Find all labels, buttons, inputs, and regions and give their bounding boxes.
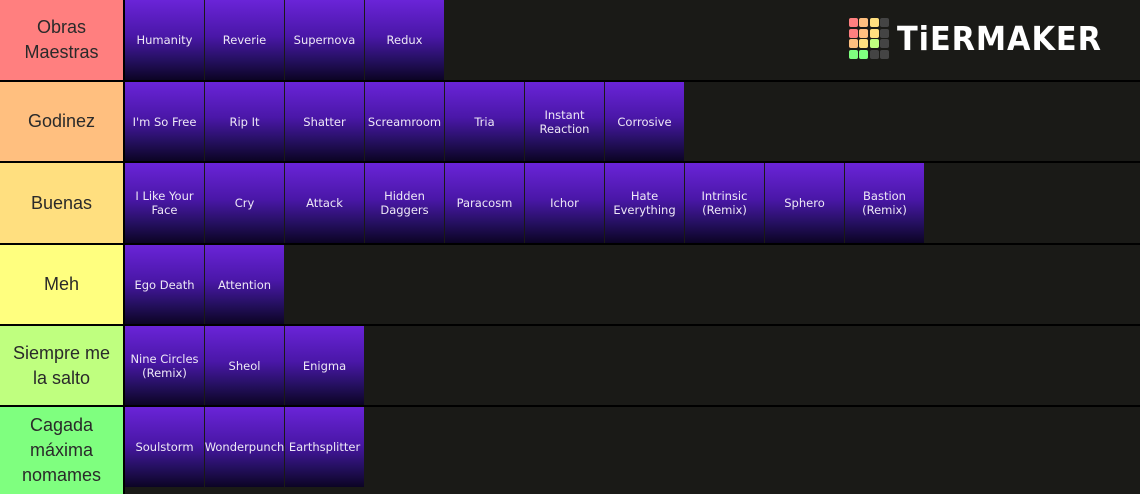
- tier-items-area[interactable]: Humanity Reverie Supernova Redux: [125, 0, 1140, 80]
- tier-item-label: Reverie: [222, 33, 267, 47]
- tier-label[interactable]: Buenas: [0, 163, 123, 243]
- tier-item[interactable]: Ego Death: [125, 245, 204, 324]
- tier-row: Obras Maestras Humanity Reverie Supernov…: [0, 0, 1140, 80]
- tier-item[interactable]: Screamroom: [365, 82, 444, 161]
- tier-item[interactable]: Attention: [205, 245, 284, 324]
- tier-items-area[interactable]: I'm So Free Rip It Shatter Screamroom Tr…: [125, 82, 1140, 161]
- tier-row: Buenas I Like Your Face Cry Attack Hidde…: [0, 163, 1140, 243]
- tier-item-label: Intrinsic (Remix): [701, 189, 748, 217]
- tier-item-label: Sheol: [228, 358, 261, 373]
- tier-item-label: Instant Reaction: [539, 107, 590, 136]
- tier-row: Meh Ego Death Attention: [0, 245, 1140, 324]
- tier-item[interactable]: Supernova: [285, 0, 364, 80]
- tier-item[interactable]: Bastion (Remix): [845, 163, 924, 243]
- tier-item-label: Earthsplitter: [288, 440, 361, 454]
- tier-items-area[interactable]: Nine Circles (Remix) Sheol Enigma: [125, 326, 1140, 405]
- tier-item[interactable]: Soulstorm: [125, 407, 204, 487]
- tier-label[interactable]: Siempre me la salto: [0, 326, 123, 405]
- tier-item[interactable]: Intrinsic (Remix): [685, 163, 764, 243]
- tier-item[interactable]: Enigma: [285, 326, 364, 405]
- tier-item-label: Attention: [217, 277, 272, 292]
- tier-item[interactable]: Redux: [365, 0, 444, 80]
- tier-item[interactable]: Cry: [205, 163, 284, 243]
- tier-item[interactable]: Sheol: [205, 326, 284, 405]
- tier-item-label: Shatter: [303, 114, 346, 129]
- tier-item-label: Bastion (Remix): [862, 189, 907, 217]
- tier-item-label: Screamroom: [367, 114, 442, 129]
- tier-item-label: Enigma: [302, 358, 347, 373]
- tier-label[interactable]: Godinez: [0, 82, 123, 161]
- tier-item[interactable]: I'm So Free: [125, 82, 204, 161]
- tier-items-area[interactable]: Soulstorm Wonderpunch Earthsplitter: [125, 407, 1140, 494]
- tier-items-area[interactable]: I Like Your Face Cry Attack Hidden Dagge…: [125, 163, 1140, 243]
- tier-label[interactable]: Meh: [0, 245, 123, 324]
- tiermaker-grid-icon: [848, 18, 890, 59]
- tier-label[interactable]: Obras Maestras: [0, 0, 123, 80]
- tier-label[interactable]: Cagada máxima nomames: [0, 407, 123, 494]
- tier-item[interactable]: Humanity: [125, 0, 204, 80]
- tiermaker-wordmark: TiERMAKER: [897, 18, 1103, 58]
- tier-item-label: Tria: [474, 114, 495, 129]
- tier-item-label: I Like Your Face: [135, 189, 194, 217]
- tier-item[interactable]: Ichor: [525, 163, 604, 243]
- tier-item-label: Cry: [234, 196, 255, 210]
- tier-item-label: Hate Everything: [613, 189, 676, 217]
- tier-item-label: I'm So Free: [132, 114, 197, 129]
- tier-item[interactable]: Corrosive: [605, 82, 684, 161]
- tier-item-label: Corrosive: [617, 114, 672, 129]
- tier-item-label: Soulstorm: [135, 440, 194, 454]
- tier-item-label: Redux: [386, 33, 423, 47]
- tier-item[interactable]: Rip It: [205, 82, 284, 161]
- tier-item-label: Nine Circles (Remix): [130, 351, 199, 380]
- tier-item[interactable]: Earthsplitter: [285, 407, 364, 487]
- tier-item-label: Humanity: [136, 33, 193, 47]
- tier-item-label: Ego Death: [134, 277, 195, 292]
- tier-item-label: Sphero: [784, 196, 825, 210]
- tier-row: Godinez I'm So Free Rip It Shatter Screa…: [0, 82, 1140, 161]
- tier-item[interactable]: Sphero: [765, 163, 844, 243]
- tier-item-label: Ichor: [550, 196, 579, 210]
- tier-item[interactable]: Shatter: [285, 82, 364, 161]
- tier-item-label: Attack: [306, 196, 343, 210]
- tier-item-label: Supernova: [293, 33, 356, 47]
- tier-item-label: Hidden Daggers: [380, 189, 429, 217]
- tier-item-label: Rip It: [229, 114, 260, 129]
- tier-item[interactable]: Tria: [445, 82, 524, 161]
- tier-item-label: Wonderpunch: [204, 440, 285, 454]
- tier-item[interactable]: Instant Reaction: [525, 82, 604, 161]
- tier-row: Siempre me la salto Nine Circles (Remix)…: [0, 326, 1140, 405]
- tier-item[interactable]: Reverie: [205, 0, 284, 80]
- tier-row: Cagada máxima nomames Soulstorm Wonderpu…: [0, 407, 1140, 494]
- tiermaker-logo[interactable]: TiERMAKER: [848, 18, 1120, 59]
- tier-item[interactable]: Hidden Daggers: [365, 163, 444, 243]
- tier-item[interactable]: Attack: [285, 163, 364, 243]
- tier-item[interactable]: Wonderpunch: [205, 407, 284, 487]
- tier-items-area[interactable]: Ego Death Attention: [125, 245, 1140, 324]
- tier-item[interactable]: Nine Circles (Remix): [125, 326, 204, 405]
- tier-item[interactable]: Hate Everything: [605, 163, 684, 243]
- tier-item[interactable]: Paracosm: [445, 163, 524, 243]
- tier-item[interactable]: I Like Your Face: [125, 163, 204, 243]
- tier-item-label: Paracosm: [456, 196, 513, 210]
